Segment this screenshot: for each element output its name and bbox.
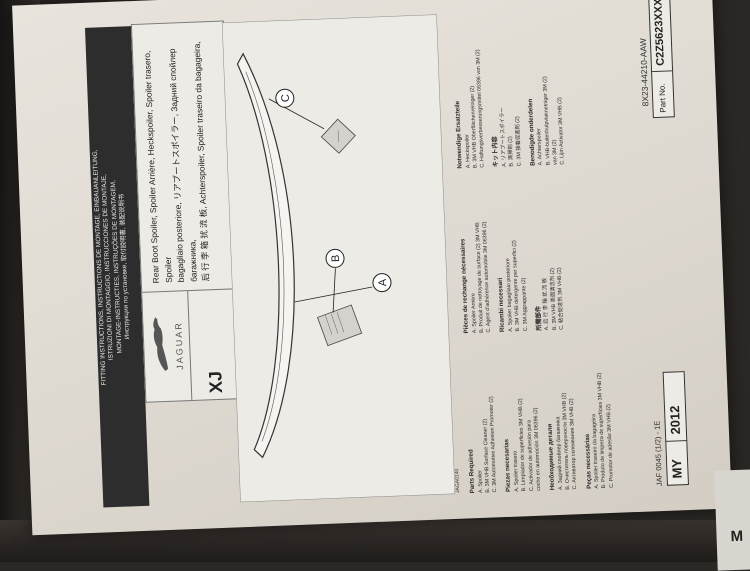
part-number-label: Part No. — [658, 83, 668, 113]
model-year-label-box: MY — [665, 439, 689, 486]
model-box: XJ — [187, 287, 238, 401]
edge-letter: M — [730, 528, 743, 545]
model-year-label: MY — [669, 459, 685, 479]
parts-column-3: Notwendige Ersatzteile A. Heckspoiler B.… — [444, 0, 567, 169]
model-year-value: 2012 — [667, 405, 683, 434]
underlying-sheet-edge: M — [714, 469, 750, 570]
part-number-label-box: Part No. — [651, 69, 675, 118]
model-year-value-box: 2012 — [663, 371, 688, 442]
document-code: JAF 0045 (1/2) - 1E — [652, 421, 664, 487]
part-title-box: Rear Boot Spoiler, Spoiler Arrière, Heck… — [131, 21, 234, 293]
brand-logo-text: JAGUAR — [172, 290, 186, 400]
jaguar-leaper-logo — [149, 315, 171, 374]
parts-column-2: Pièces de rechange nécessaires A. Spoile… — [451, 170, 566, 334]
part-number-value-box: C2Z5623XXX — [648, 0, 674, 72]
spoiler-diagram: B A C — [222, 14, 455, 502]
engineering-part-number: 8X23-44210-AAW — [638, 38, 651, 107]
callout-a-label: A — [377, 278, 389, 286]
parts-column-1: Parts Required A. Spoiler B. 3M VHB Surf… — [457, 333, 616, 494]
part-number-value: C2Z5623XXX — [652, 0, 667, 66]
drawing-reference: JAGA0140 — [454, 469, 461, 493]
callout-b-label: B — [330, 254, 342, 262]
brand-logo-box: JAGUAR — [141, 289, 193, 403]
rotated-content: FITTING INSTRUCTIONS, INSTRUCTIONS DE MO… — [12, 0, 731, 525]
callout-c-label: C — [280, 94, 292, 102]
instruction-sheet: FITTING INSTRUCTIONS, INSTRUCTIONS DE MO… — [12, 0, 732, 535]
model-label: XJ — [205, 371, 227, 394]
